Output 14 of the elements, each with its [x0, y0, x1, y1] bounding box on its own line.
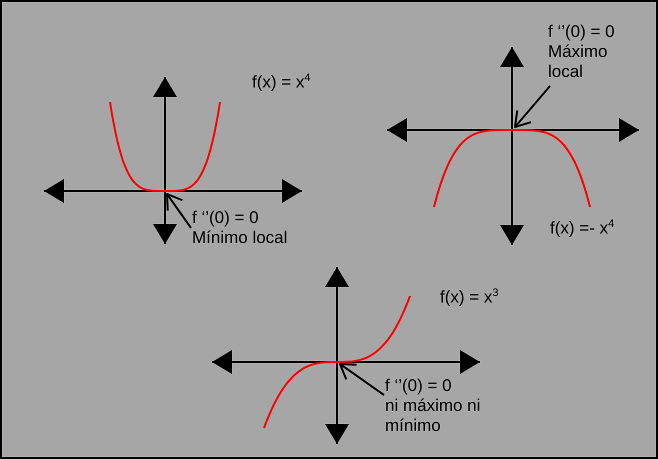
function-label: f(x) =- x$^{4}$ — [550, 218, 614, 239]
leader-arrow — [339, 363, 385, 396]
description-text: ni máximo ni mínimo — [385, 396, 482, 436]
formula-text: f ‘’(0) = 0 — [192, 208, 259, 228]
description-text: Máximo local — [548, 42, 609, 82]
function-curve — [433, 129, 591, 208]
leader-arrow — [166, 193, 192, 229]
description-text: Mínimo local — [192, 228, 288, 248]
function-curve — [109, 102, 221, 192]
formula-text: f ‘’(0) = 0 — [548, 22, 615, 42]
leader-arrow — [514, 85, 551, 128]
function-label: f(x) = x$^{4}$ — [252, 72, 311, 93]
function-label: f(x) = x$^{3}$ — [440, 287, 499, 308]
formula-text: f ‘’(0) = 0 — [385, 376, 452, 396]
